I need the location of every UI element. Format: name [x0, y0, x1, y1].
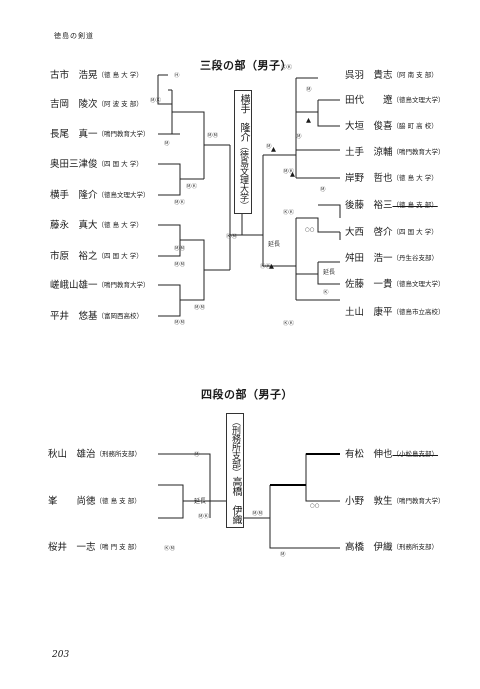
yondan-left-3: 桜井 一志（鳴 門 支 部）: [48, 542, 141, 553]
sandan-right-9: 佐藤 一貴（徳島文理大学）: [345, 279, 445, 290]
score-mark: Ⓜ: [266, 144, 272, 150]
sandan-left-9: 平井 悠基（富岡西高校）: [50, 311, 144, 322]
triangle-mark: ▲: [271, 145, 276, 153]
yondan-right-2: 小野 敦生（鳴門教育大学）: [345, 496, 445, 507]
score-mark: ⓂⓂ: [194, 305, 206, 311]
sandan-right-8: 舛田 浩一（丹生谷支部）: [345, 253, 439, 264]
score-mark: Ⓗ: [174, 73, 180, 79]
sandan-right-10: 土山 康平（徳島市立高校）: [345, 307, 445, 318]
score-mark: ⓂⓀ: [150, 98, 162, 104]
sandan-champion-box: 横手 隆介（徳島文理大学）: [234, 90, 252, 214]
score-mark: ⓂⓂ: [174, 320, 186, 326]
score-mark: ⓀⓀ: [283, 321, 295, 327]
sandan-right-5: 岸野 哲也（徳 島 大 学）: [345, 173, 438, 184]
sandan-right-3: 大垣 俊喜（脇 町 高 校）: [345, 121, 438, 132]
score-mark: ⓂⓂ: [252, 511, 264, 517]
yondan-left-1: 秋山 雄治（刑務所支部）: [48, 449, 142, 460]
sandan-left-2: 吉岡 陵次（阿 波 支 部）: [50, 99, 143, 110]
score-mark: Ⓜ: [164, 141, 170, 147]
triangle-mark: ▲: [269, 262, 274, 270]
score-mark: ○○: [305, 227, 315, 233]
yondan-champion-box: （刑務所支部）高橋 伊織: [226, 413, 244, 528]
page-header: 徳島の剣道: [54, 32, 94, 40]
sandan-right-1: 呉羽 貴志（阿 南 支 部）: [345, 70, 438, 81]
score-mark: Ⓜ: [306, 87, 312, 93]
score-mark: Ⓚ: [323, 290, 329, 296]
yondan-left-2: 峯 尚徳（徳 島 支 部）: [48, 496, 141, 507]
triangle-mark: ▲: [306, 116, 311, 124]
sandan-left-8: 嵯峨山雄一（鳴門教育大学）: [50, 280, 150, 291]
score-mark: ⓀⓀ: [260, 264, 272, 270]
yondan-right-3: 高橋 伊織（刑務所支部）: [345, 542, 439, 553]
score-mark: ⓂⓂ: [174, 246, 186, 252]
page-number: 203: [52, 650, 70, 660]
score-mark: ⓂⓀ: [198, 514, 210, 520]
score-mark: ⓂⓂ: [207, 133, 219, 139]
yondan-right-1: 有松 伸也（小松島支部）: [345, 449, 439, 460]
score-mark: Ⓜ: [296, 134, 302, 140]
sandan-title: 三段の部（男子）: [200, 59, 292, 72]
sandan-left-3: 長尾 真一（鳴門教育大学）: [50, 129, 150, 140]
sandan-extension-label: 延長: [268, 241, 281, 248]
score-mark: ○○: [310, 503, 320, 509]
sandan-right-4: 土手 涼輔（鳴門教育大学）: [345, 147, 445, 158]
score-mark: ⓂⓂ: [174, 262, 186, 268]
yondan-title: 四段の部（男子）: [201, 388, 293, 401]
sandan-left-7: 市原 裕之（四 国 大 学）: [50, 251, 143, 262]
sandan-right-6: 後藤 裕三（徳 島 支 部）: [345, 200, 438, 211]
sandan-left-6: 藤永 真大（徳 島 大 学）: [50, 220, 143, 231]
triangle-mark: ▲: [290, 170, 295, 178]
score-mark: ⓀⓀ: [281, 65, 293, 71]
score-mark: ⓀⓂ: [226, 234, 238, 240]
yondan-extension-label: 延長: [194, 498, 207, 505]
sandan-right-2: 田代 遼（徳島文理大学）: [345, 95, 445, 106]
score-mark: ⓀⓀ: [283, 210, 295, 216]
score-mark: ⓂⓀ: [174, 200, 186, 206]
sandan-left-4: 奥田三津俊（四 国 大 学）: [50, 159, 143, 170]
score-mark: Ⓜ: [320, 187, 326, 193]
sandan-right-7: 大西 啓介（四 国 大 学）: [345, 227, 438, 238]
score-mark: ⓂⓀ: [283, 169, 295, 175]
score-mark: Ⓜ: [280, 552, 286, 558]
sandan-extension-label-2: 延長: [323, 269, 336, 276]
score-mark: Ⓜ: [194, 452, 200, 458]
sandan-left-5: 横手 隆介（徳島文理大学）: [50, 190, 150, 201]
score-mark: ⓂⓀ: [186, 184, 198, 190]
score-mark: ⓀⓂ: [164, 546, 176, 552]
sandan-left-1: 古市 浩晃（徳 島 大 学）: [50, 70, 143, 81]
